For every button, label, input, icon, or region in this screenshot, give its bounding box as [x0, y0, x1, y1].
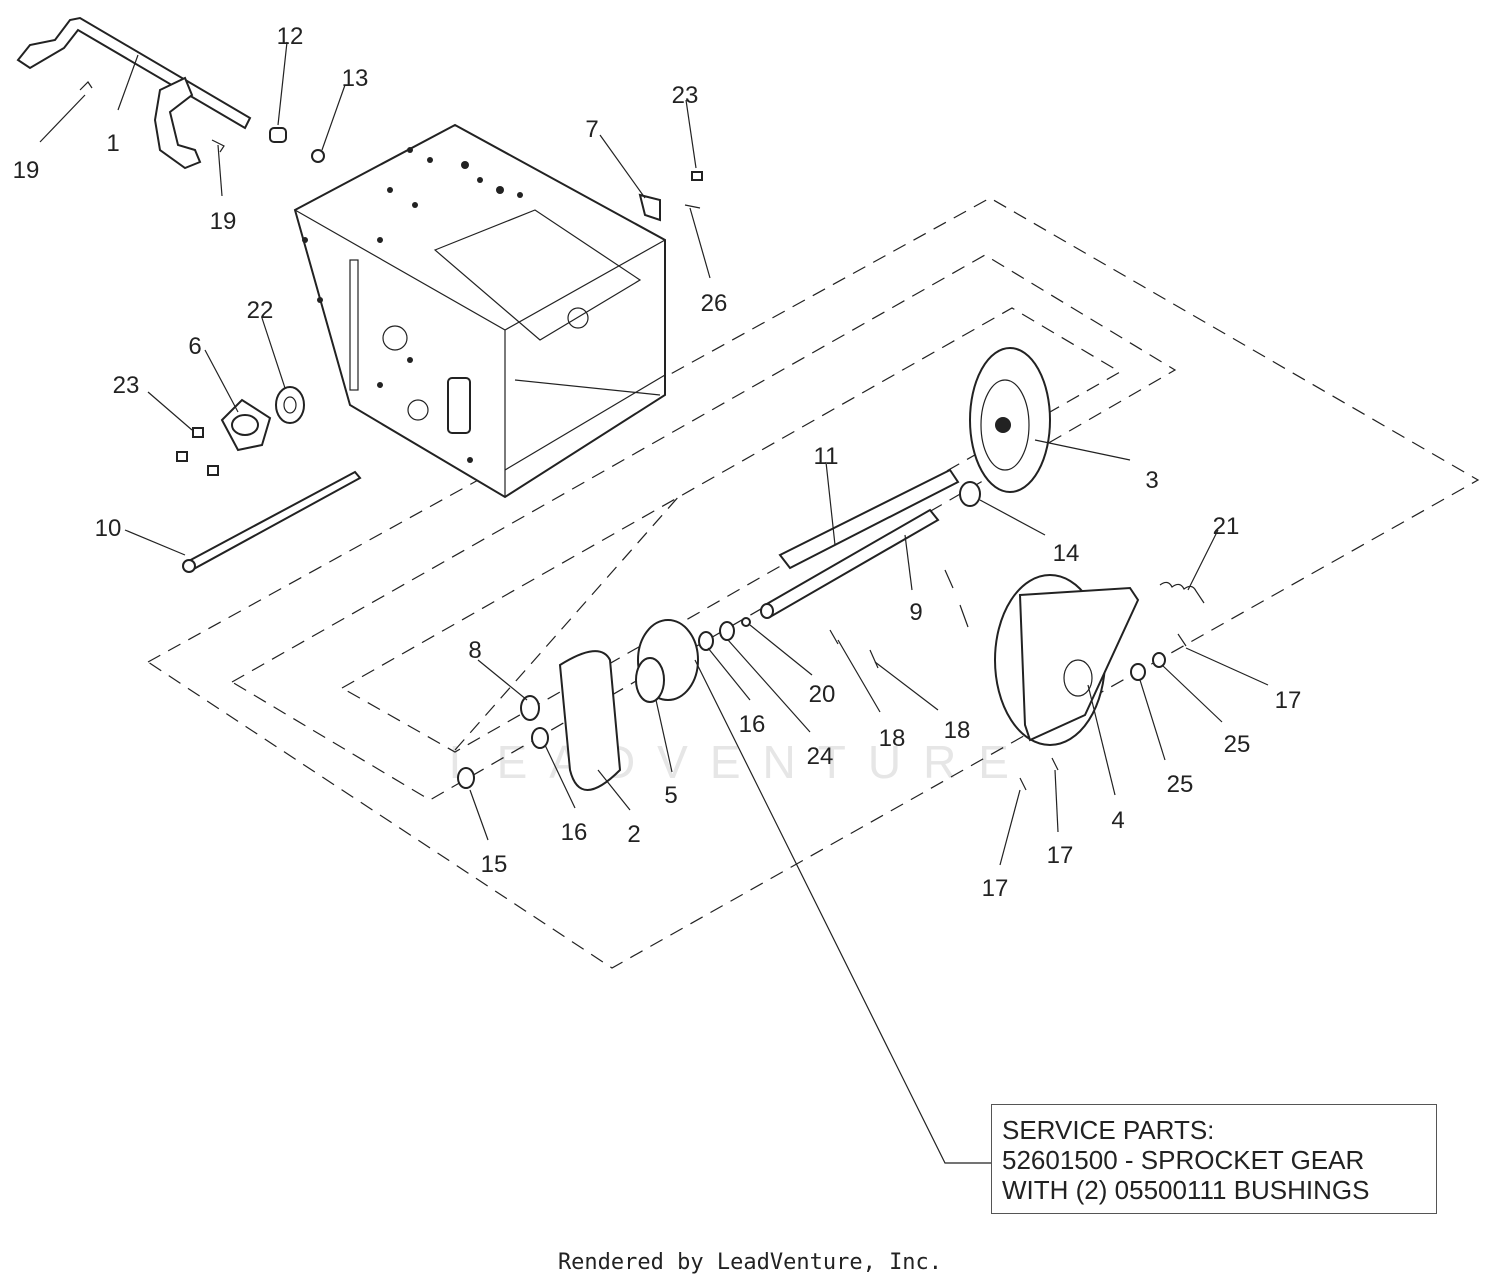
callout-4: 4 — [1111, 807, 1124, 834]
callout-19a: 19 — [13, 157, 40, 184]
callout-24: 24 — [807, 743, 834, 770]
callout-26: 26 — [701, 290, 728, 317]
service-parts-bushing-line: WITH (2) 05500111 BUSHINGS — [1002, 1175, 1370, 1205]
callout-19b: 19 — [210, 208, 237, 235]
callout-12: 12 — [277, 23, 304, 50]
callout-22: 22 — [247, 297, 274, 324]
small-hardware-top — [79, 81, 703, 222]
callout-25b: 25 — [1167, 771, 1194, 798]
leader-lines — [39, 41, 1269, 1164]
callout-1: 1 — [106, 130, 119, 157]
part-4-wheel-bracket — [994, 574, 1205, 746]
callout-17c: 17 — [982, 875, 1009, 902]
dashed-assembly-outlines — [147, 197, 1480, 969]
footer-credit: Rendered by LeadVenture, Inc. — [557, 1250, 943, 1275]
parts-9-11-shafts — [760, 468, 960, 619]
callout-16a: 16 — [739, 711, 766, 738]
callout-17a: 17 — [1275, 687, 1302, 714]
bearing-flange-assembly — [176, 386, 305, 476]
callout-16b: 16 — [561, 819, 588, 846]
callout-5: 5 — [664, 782, 677, 809]
callout-23a: 23 — [113, 372, 140, 399]
service-parts-sprocket-line: 52601500 - SPROCKET GEAR — [1002, 1145, 1365, 1175]
callout-25a: 25 — [1224, 731, 1251, 758]
callout-2: 2 — [627, 821, 640, 848]
service-parts-note: SERVICE PARTS: 52601500 - SPROCKET GEAR … — [991, 1104, 1437, 1214]
service-parts-heading: SERVICE PARTS: — [1002, 1115, 1215, 1145]
callout-9: 9 — [909, 599, 922, 626]
part-3-wheel — [959, 347, 1051, 507]
callout-23b: 23 — [672, 82, 699, 109]
callout-18a: 18 — [879, 725, 906, 752]
part-1-shift-lever — [16, 16, 252, 170]
callout-11: 11 — [814, 443, 839, 470]
sprocket-chain-assembly — [457, 569, 1187, 791]
callout-17b: 17 — [1047, 842, 1074, 869]
part-10-axle — [182, 470, 362, 573]
callout-15: 15 — [481, 851, 508, 878]
callout-3: 3 — [1145, 467, 1158, 494]
callout-8: 8 — [468, 637, 481, 664]
callout-14: 14 — [1053, 540, 1080, 567]
callout-18b: 18 — [944, 717, 971, 744]
chassis-frame — [293, 123, 666, 499]
callout-7: 7 — [585, 116, 598, 143]
callout-10: 10 — [95, 515, 122, 542]
callout-20: 20 — [809, 681, 836, 708]
callout-6: 6 — [188, 333, 201, 360]
callout-21: 21 — [1213, 513, 1240, 540]
callout-13: 13 — [342, 65, 369, 92]
